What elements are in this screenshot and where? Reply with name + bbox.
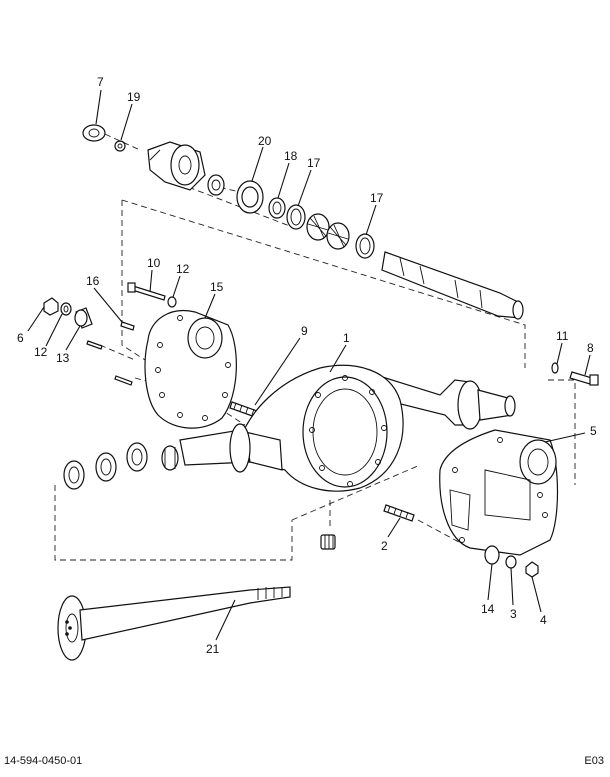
washer-11 (551, 362, 559, 374)
callout-2: 2 (381, 539, 388, 553)
callout-13: 13 (56, 351, 70, 365)
stud-left-a (86, 340, 133, 386)
callout-18: 18 (284, 149, 298, 163)
callout-4: 4 (540, 613, 547, 627)
nut-6 (43, 297, 59, 316)
bolt-10 (127, 282, 166, 301)
washer-3 (505, 555, 517, 569)
callout-12a: 12 (176, 262, 190, 276)
callout-21: 21 (206, 642, 220, 656)
sheet-code: E03 (584, 755, 604, 767)
callout-10: 10 (147, 256, 161, 270)
bearing-cup-17b (355, 233, 375, 259)
callout-14: 14 (481, 602, 495, 616)
callout-19: 19 (127, 90, 141, 104)
cover-15 (144, 310, 237, 429)
callout-17b: 17 (370, 191, 384, 205)
callout-17a: 17 (307, 156, 321, 170)
callout-3: 3 (510, 607, 517, 621)
leader-lines (27, 89, 591, 641)
axle-housing-1 (161, 364, 516, 492)
nut-4 (525, 561, 539, 578)
dowel-16 (120, 321, 135, 331)
washer-19 (114, 140, 126, 152)
differential-carrier-5 (439, 429, 559, 556)
snap-ring-18 (268, 197, 286, 219)
pinion-shaft (381, 251, 524, 320)
stud-2 (383, 504, 415, 522)
spacer-ring (207, 174, 225, 196)
callout-11: 11 (556, 329, 569, 343)
callout-5: 5 (590, 424, 597, 438)
callout-15: 15 (210, 280, 224, 294)
callout-8: 8 (587, 341, 594, 355)
callout-16: 16 (86, 274, 100, 288)
bearing-cup-17 (286, 204, 306, 230)
callout-1: 1 (343, 331, 350, 345)
spacer-14 (484, 545, 500, 565)
callout-12b: 12 (34, 345, 48, 359)
breather (320, 534, 336, 550)
spindle-nut-set (63, 442, 148, 490)
drawing-number: 14-594-0450-01 (4, 755, 83, 767)
washer-12b (60, 302, 72, 316)
callout-7: 7 (97, 75, 104, 89)
flange-nut-7 (82, 124, 106, 142)
callout-labels: 7 19 20 18 17 17 10 12 16 15 6 12 13 9 1… (17, 75, 597, 656)
axle-shaft-21 (57, 586, 291, 661)
callout-6: 6 (17, 331, 24, 345)
bearing-cone-a (306, 213, 330, 241)
washer-12a (167, 296, 177, 308)
pinion-yoke (147, 141, 206, 191)
callout-20: 20 (258, 134, 272, 148)
seal-20 (236, 180, 264, 214)
callout-9: 9 (301, 324, 308, 338)
spacer-13 (74, 307, 93, 329)
bolt-8 (569, 371, 599, 386)
bearing-cone-b (326, 222, 350, 250)
